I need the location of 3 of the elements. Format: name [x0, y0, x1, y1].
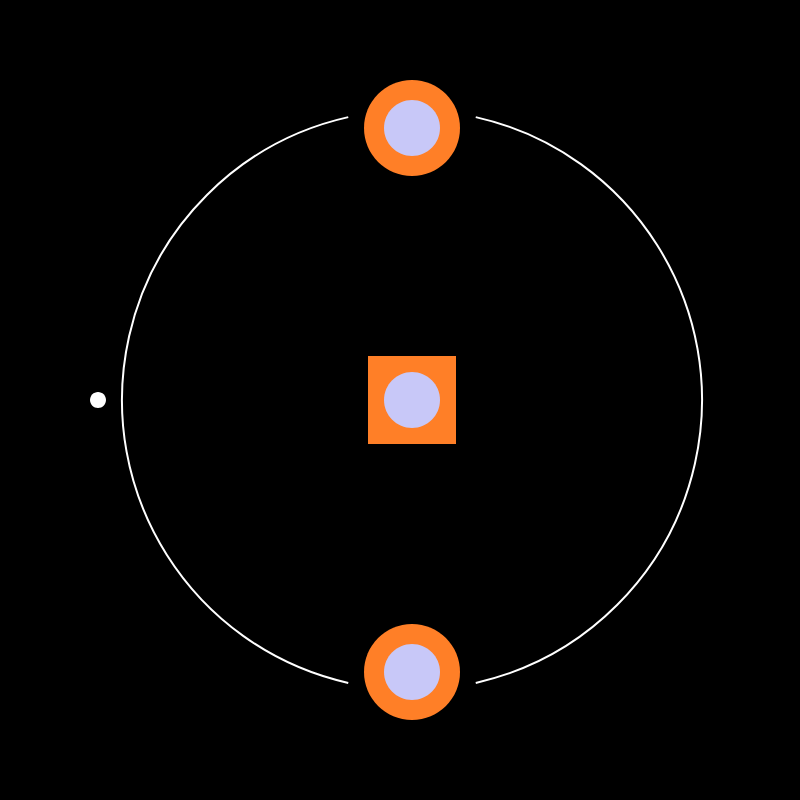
round-pad [364, 80, 460, 176]
round-pad [364, 624, 460, 720]
square-pad [368, 356, 456, 444]
